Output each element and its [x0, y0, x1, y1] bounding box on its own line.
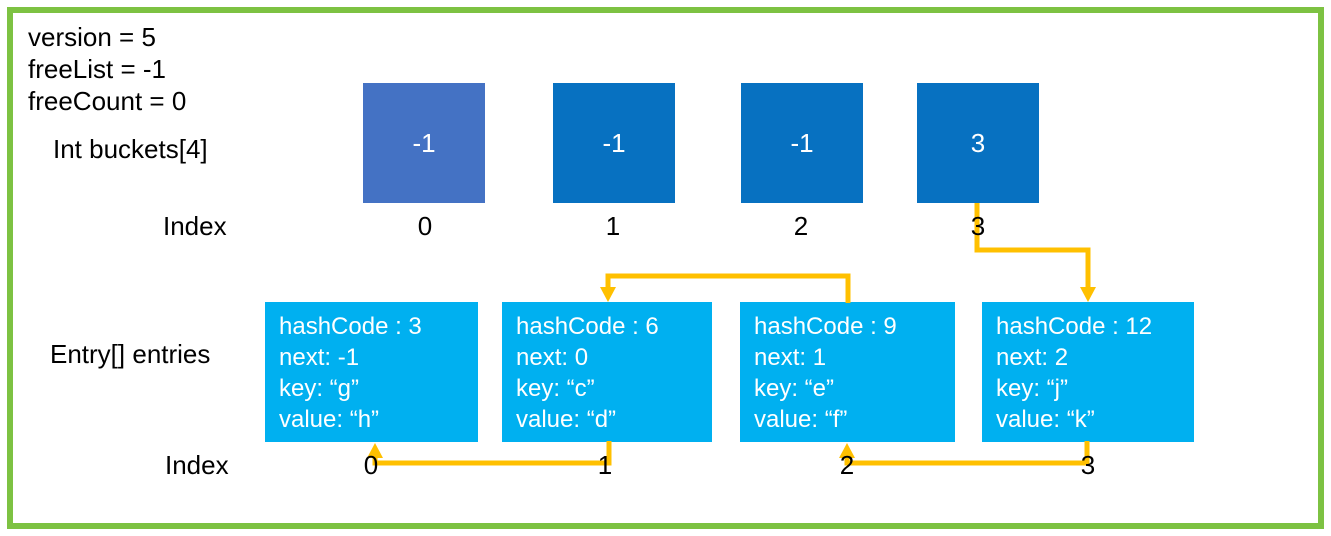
state-variables: version = 5 freeList = -1 freeCount = 0 — [28, 21, 186, 117]
entry-value: value: “k” — [996, 406, 1095, 433]
bucket-cell-2: -1 — [741, 83, 863, 203]
entry-hashcode: hashCode : 6 — [516, 313, 659, 340]
entry-box-3: hashCode : 12 next: 2 key: “j” value: “k… — [982, 302, 1194, 442]
entry-index-0: 0 — [363, 450, 379, 480]
bucket-index-2: 2 — [793, 211, 809, 241]
entry-index-3: 3 — [1080, 450, 1096, 480]
bucket-cell-3: 3 — [917, 83, 1039, 203]
entry-next: next: 1 — [754, 344, 827, 371]
bucket-index-3: 3 — [970, 211, 986, 241]
entry-key: key: “c” — [516, 375, 595, 402]
bucket-value: -1 — [602, 127, 626, 158]
bucket-index-0: 0 — [417, 211, 433, 241]
bucket-value: -1 — [412, 127, 436, 158]
entry-hashcode: hashCode : 3 — [279, 313, 422, 340]
entry-box-0: hashCode : 3 next: -1 key: “g” value: “h… — [265, 302, 478, 442]
entry-key: key: “j” — [996, 375, 1068, 402]
entry-box-1: hashCode : 6 next: 0 key: “c” value: “d” — [502, 302, 712, 442]
entry-index-2: 2 — [839, 450, 855, 480]
entry-value: value: “h” — [279, 406, 380, 433]
bucket-value: -1 — [790, 127, 814, 158]
entries-array-label: Entry[] entries — [50, 339, 211, 369]
entry-next: next: -1 — [279, 344, 360, 371]
entry-next: next: 2 — [996, 344, 1069, 371]
state-line-freelist: freeList = -1 — [28, 54, 167, 84]
state-line-version: version = 5 — [28, 22, 156, 52]
state-line-freecount: freeCount = 0 — [28, 86, 187, 116]
entry-index-1: 1 — [597, 450, 613, 480]
bucket-cell-0: -1 — [363, 83, 485, 203]
entry-hashcode: hashCode : 12 — [996, 313, 1153, 340]
entry-next: next: 0 — [516, 344, 589, 371]
entry-hashcode: hashCode : 9 — [754, 313, 897, 340]
bucket-value: 3 — [970, 127, 986, 158]
buckets-array-label: Int buckets[4] — [53, 134, 208, 164]
entry-value: value: “f” — [754, 406, 848, 433]
entry-box-2: hashCode : 9 next: 1 key: “e” value: “f” — [740, 302, 955, 442]
entry-key: key: “g” — [279, 375, 360, 402]
bucket-cell-1: -1 — [553, 83, 675, 203]
entry-key: key: “e” — [754, 375, 835, 402]
bucket-index-1: 1 — [605, 211, 621, 241]
entries-index-label: Index — [165, 450, 229, 480]
buckets-index-label: Index — [163, 211, 227, 241]
entry-value: value: “d” — [516, 406, 617, 433]
